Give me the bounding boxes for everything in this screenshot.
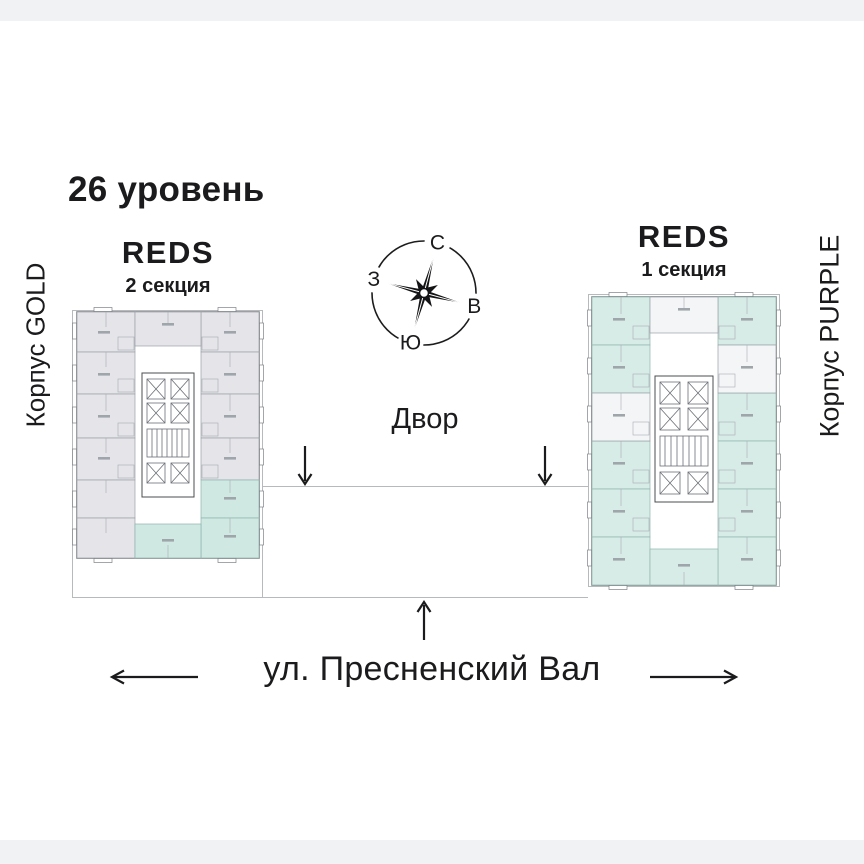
courtyard-strip	[262, 486, 588, 598]
building-2-section: 2 секция	[125, 274, 211, 297]
floor-plan-section-2	[72, 307, 264, 563]
arrow-right-icon	[650, 669, 739, 685]
building-2-header: REDS 2 секция	[73, 235, 263, 298]
arrow-down-right-icon	[537, 446, 553, 486]
compass-circle	[371, 240, 477, 346]
compass-rose-icon: С В Ю З	[360, 229, 488, 357]
core-shafts	[659, 381, 709, 495]
wing-label-gold: Корпус GOLD	[20, 262, 51, 428]
compass-south-label: Ю	[400, 332, 421, 355]
area-label-marks	[613, 308, 753, 567]
floor-plan-section-1	[587, 292, 781, 590]
arrow-left-icon	[109, 669, 198, 685]
balconies	[587, 292, 781, 590]
plot-boundary-right	[588, 294, 780, 587]
letterbox-bottom	[0, 840, 864, 864]
page-title: 26 уровень	[68, 170, 265, 209]
unit-partitions	[620, 297, 748, 585]
balconies	[72, 307, 264, 563]
compass-west-label: З	[367, 268, 380, 291]
arrow-down-left-icon	[297, 446, 313, 486]
street-label: ул. Пресненский Вал	[263, 650, 601, 688]
building-1-section: 1 секция	[641, 258, 727, 281]
letterbox-top	[0, 0, 864, 21]
compass-hub	[418, 287, 430, 299]
elevator-core	[654, 375, 714, 503]
building-2-brand: REDS	[121, 235, 215, 270]
core-shafts	[146, 378, 190, 484]
courtyard-label: Двор	[391, 403, 459, 435]
wing-label-purple: Корпус PURPLE	[814, 234, 845, 438]
building-1-brand: REDS	[637, 219, 731, 254]
building-1-header: REDS 1 секция	[589, 219, 779, 282]
area-label-marks	[98, 323, 236, 542]
arrow-up-icon	[416, 600, 432, 640]
compass-east-label: В	[467, 295, 481, 318]
compass-letter-backgrounds	[360, 229, 488, 357]
gold-units	[76, 311, 260, 559]
compass-north-label: С	[430, 231, 445, 254]
elevator-core	[141, 372, 195, 498]
compass-star-facets	[387, 256, 461, 330]
unit-partitions	[105, 312, 231, 558]
